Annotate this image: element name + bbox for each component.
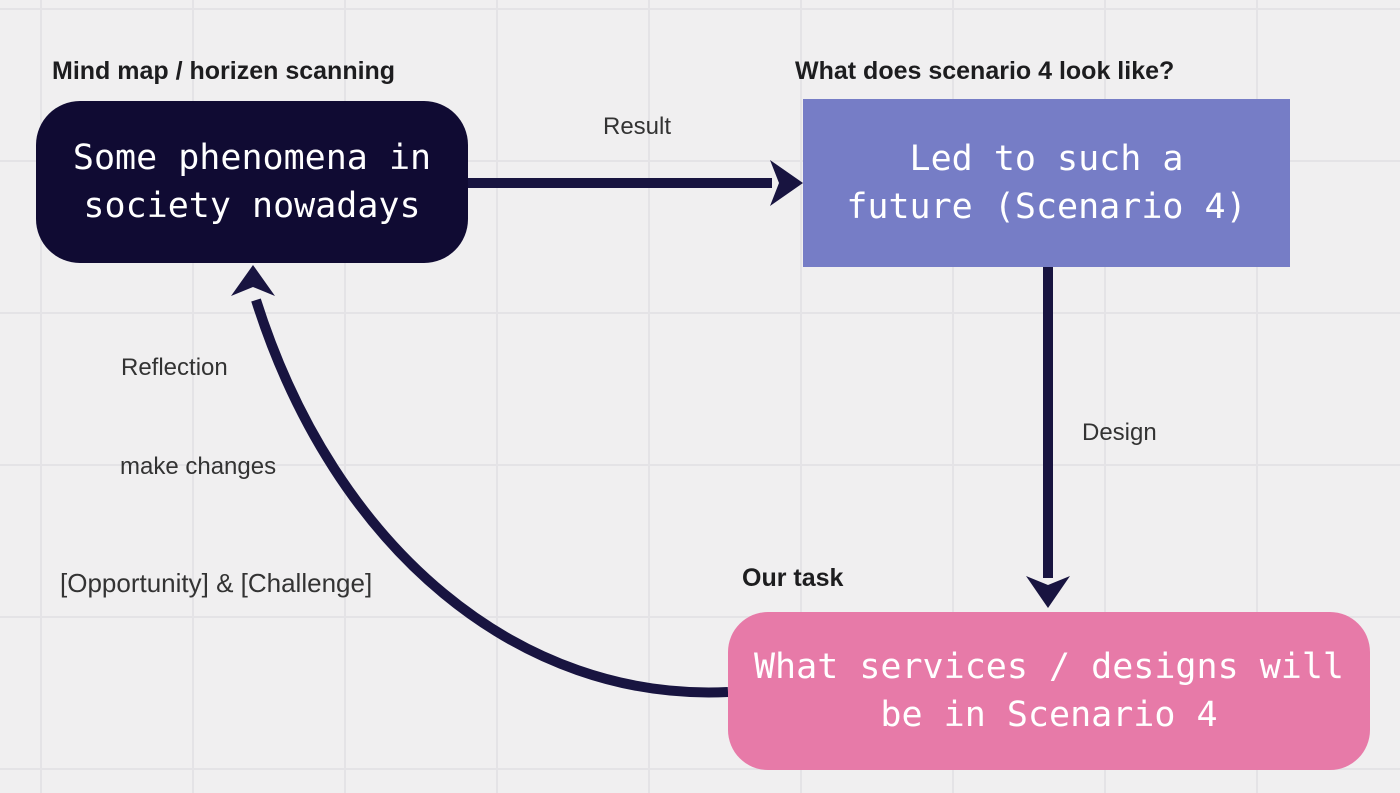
label-design: Design [1082, 419, 1157, 446]
node-future-scenario4[interactable]: Led to such a future (Scenario 4) [803, 99, 1290, 267]
node-services-text: What services / designs will be in Scena… [753, 647, 1344, 735]
label-our-task: Our task [742, 564, 844, 592]
label-mind-map-horizen-scanning: Mind map / horizen scanning [52, 57, 396, 85]
label-make-changes: make changes [120, 453, 277, 480]
label-result: Result [603, 113, 672, 140]
label-reflection: Reflection [121, 354, 228, 381]
node-phenomena[interactable]: Some phenomena in society nowadays [36, 101, 468, 263]
arrow-result[interactable] [467, 160, 803, 206]
arrow-design[interactable] [1026, 266, 1070, 608]
node-services-designs[interactable]: What services / designs will be in Scena… [728, 612, 1370, 770]
node-phenomena-text: Some phenomena in society nowadays [72, 138, 432, 226]
node-future-text: Led to such a future (Scenario 4) [846, 139, 1247, 227]
arrow-reflection[interactable] [231, 265, 729, 698]
label-what-does-scenario4-look-like: What does scenario 4 look like? [795, 57, 1175, 85]
label-opportunity-and-challenge: [Opportunity] & [Challenge] [60, 568, 373, 598]
